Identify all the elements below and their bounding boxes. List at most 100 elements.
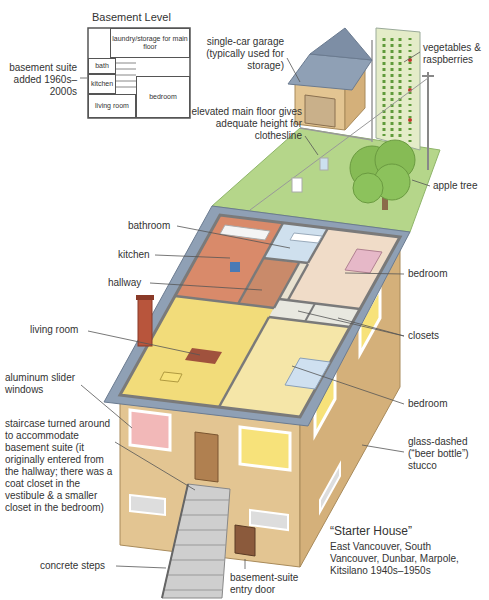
basement-window xyxy=(250,510,288,530)
step xyxy=(171,560,225,561)
callout-label: basement-suite entry door xyxy=(230,572,305,596)
step xyxy=(174,545,226,546)
room-box: kitchen xyxy=(88,74,116,94)
laundry xyxy=(292,178,302,192)
basement-stair xyxy=(116,87,136,88)
callout-label: living room xyxy=(30,324,100,336)
leader-line xyxy=(115,442,195,490)
step xyxy=(181,515,228,516)
kitchen-stove xyxy=(230,262,240,272)
callout-label: basement suite added 1960s–2000s xyxy=(5,62,77,98)
room-box: bath xyxy=(88,58,116,74)
room-box: bedroom xyxy=(136,76,190,118)
laundry xyxy=(320,158,328,170)
garage-roof xyxy=(288,54,372,90)
plan-heading: Basement Level xyxy=(92,11,171,24)
leader-line xyxy=(116,566,166,568)
step xyxy=(178,530,227,531)
clothesline xyxy=(250,78,428,210)
step xyxy=(164,590,223,591)
fence xyxy=(300,128,372,140)
clothesline-pole xyxy=(422,75,434,77)
room-label: kitchen xyxy=(91,80,113,88)
interior-wall xyxy=(305,304,315,322)
room-label: living room xyxy=(95,102,129,110)
interior-wall xyxy=(288,264,308,300)
callout-label: staircase turned around to accommodate b… xyxy=(5,418,113,514)
roof-eaves xyxy=(104,206,410,426)
title-text: “Starter House” xyxy=(330,524,480,538)
basement-door xyxy=(235,525,255,556)
interior-wall xyxy=(219,317,269,407)
floor xyxy=(120,215,400,417)
interior-wall xyxy=(263,258,308,263)
bed xyxy=(285,358,330,389)
raspberry xyxy=(408,118,412,122)
leader-line xyxy=(287,58,300,82)
bed xyxy=(345,249,382,273)
callout-label: hallway xyxy=(108,277,158,289)
room-label: bath xyxy=(95,62,109,70)
room-box: living room xyxy=(88,94,136,118)
room-label: bedroom xyxy=(149,93,177,101)
kitchen-counter xyxy=(220,225,270,240)
callout-label: glass-dashed (“beer bottle”) stucco xyxy=(408,436,486,472)
garden-row xyxy=(383,38,386,136)
basement-stair xyxy=(116,81,136,82)
fence xyxy=(371,40,373,142)
callout-label: elevated main floor gives adequate heigh… xyxy=(190,106,302,142)
leader-line xyxy=(338,318,404,336)
basement-stair xyxy=(116,69,136,70)
callout-label: bathroom xyxy=(128,220,188,232)
caption-text: East Vancouver, South Vancouver, Dunbar,… xyxy=(330,541,482,577)
basement-window xyxy=(320,464,340,512)
callout-label: closets xyxy=(408,330,483,342)
leader-line xyxy=(362,445,404,452)
garden-row xyxy=(399,38,402,140)
leader-line xyxy=(245,559,246,569)
leader-line xyxy=(177,226,290,248)
leader-line xyxy=(80,78,87,79)
step xyxy=(167,575,224,576)
callout-label: concrete steps xyxy=(40,560,112,572)
callout-label: vegetables & raspberries xyxy=(423,42,487,66)
leader-line xyxy=(305,136,318,155)
callout-label: apple tree xyxy=(433,180,485,192)
garage-roof-gable xyxy=(310,28,372,60)
chimney xyxy=(138,298,152,346)
interior-wall xyxy=(175,296,274,308)
sofa xyxy=(185,348,222,364)
step xyxy=(184,500,229,501)
clothesline-pole xyxy=(427,72,429,170)
window xyxy=(240,427,290,470)
basement-window xyxy=(130,495,165,515)
callout-label: bedroom xyxy=(408,268,483,280)
callout-label: single-car garage (typically used for st… xyxy=(196,36,284,72)
basement-stair xyxy=(116,63,136,64)
callout-label: bedroom xyxy=(408,398,483,410)
leader-line xyxy=(298,311,404,336)
basement-stair xyxy=(116,75,136,76)
leader-line xyxy=(345,273,404,274)
leader-line xyxy=(412,180,430,186)
garden-row xyxy=(391,38,394,138)
room-label: laundry/storage for main floor xyxy=(112,35,188,51)
room-box: laundry/storage for main floor xyxy=(110,28,190,58)
interior-wall xyxy=(308,228,328,263)
chimney-cap xyxy=(136,295,154,300)
callout-label: aluminum slider windows xyxy=(5,372,80,396)
tree-canopy xyxy=(353,173,383,203)
leader-line xyxy=(404,52,420,62)
leader-line xyxy=(88,331,200,355)
basement-plan-ground xyxy=(88,28,190,118)
leader-line xyxy=(155,255,230,258)
outer-wall xyxy=(120,215,400,417)
leader-line xyxy=(150,283,262,290)
window xyxy=(130,410,170,450)
interior-wall xyxy=(279,299,360,309)
garage-door xyxy=(305,95,335,127)
concrete-steps xyxy=(162,484,230,598)
front-door xyxy=(195,432,218,482)
floor-plan-box: Basement Levellaundry/storage for main f… xyxy=(88,28,190,118)
railing xyxy=(162,484,188,598)
